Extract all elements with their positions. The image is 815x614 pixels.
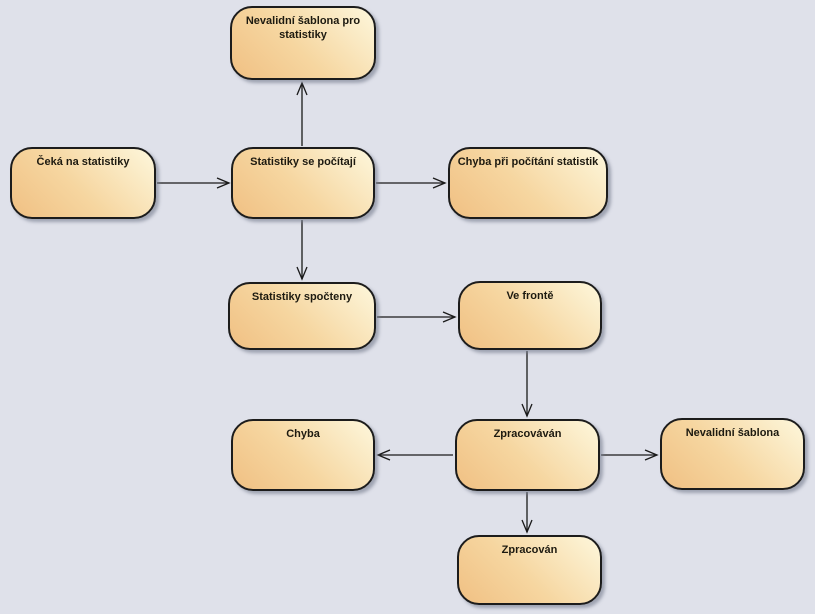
state-node-error[interactable]: Chyba [231,419,375,491]
state-node-processed[interactable]: Zpracován [457,535,602,605]
state-node-waiting-for-stats[interactable]: Čeká na statistiky [10,147,156,219]
state-node-processing[interactable]: Zpracováván [455,419,600,491]
state-node-label: Ve frontě [506,290,554,302]
state-node-label: Statistiky se počítají [250,156,356,168]
state-node-label: Chyba při počítání statistik [457,156,599,168]
state-node-label: Zpracován [501,544,558,556]
state-node-stats-computed[interactable]: Statistiky spočteny [228,282,376,350]
state-node-label: Nevalidní šablona [685,427,780,439]
state-node-stats-computing[interactable]: Statistiky se počítají [231,147,375,219]
state-node-label: Zpracováván [493,428,562,440]
state-node-invalid-template[interactable]: Nevalidní šablona [660,418,805,490]
state-node-in-queue[interactable]: Ve frontě [458,281,602,350]
state-node-invalid-template-stats[interactable]: Nevalidní šablona pro statistiky [230,6,376,80]
state-node-label: Čeká na statistiky [36,156,130,168]
state-node-label: Chyba [286,428,320,440]
state-node-stats-error[interactable]: Chyba při počítání statistik [448,147,608,219]
state-node-label: Nevalidní šablona pro statistiky [245,15,361,41]
state-node-label: Statistiky spočteny [251,291,353,303]
